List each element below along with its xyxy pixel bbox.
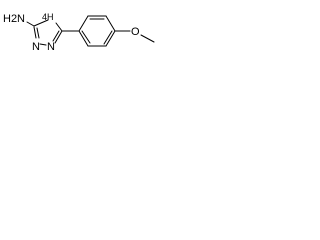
- bond-phenyl-double-2: [103, 30, 113, 45]
- bond-phenyl-3: [105, 15, 116, 32]
- ring-n-bottom-right-label: N: [47, 41, 55, 53]
- methoxy-oxygen-label: O: [131, 26, 140, 38]
- bond-phenyl-4: [105, 30, 116, 47]
- bond-n2-c3: [33, 26, 37, 39]
- bond-n1-n2: [39, 43, 47, 46]
- ring-nh-label: 4H: [42, 12, 54, 22]
- amine-label: H2N: [3, 13, 25, 25]
- bond-phenyl-6: [78, 30, 89, 47]
- bond-amine-c3: [26, 21, 35, 27]
- bond-c5-n1: [54, 30, 63, 44]
- bond-n4-c5: [55, 22, 63, 32]
- bond-oxygen-methyl: [140, 34, 155, 43]
- bond-c5-n1-double: [52, 30, 60, 42]
- bond-phenyl-double-3: [81, 30, 91, 44]
- ring-n-bottom-left-label: N: [32, 41, 40, 53]
- bond-c3-n4: [33, 19, 49, 27]
- chemical-structure-diagram: H2N 4H N N O: [3, 12, 155, 53]
- bond-n2-c3-double: [36, 27, 40, 39]
- bond-phenyl-1: [78, 15, 89, 32]
